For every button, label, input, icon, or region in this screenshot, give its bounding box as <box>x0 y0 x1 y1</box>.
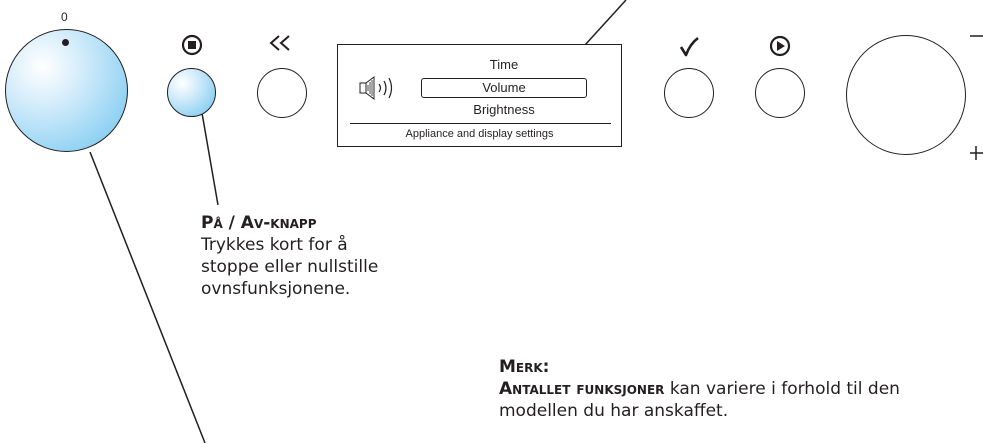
onoff-callout-line-2: stoppe eller nullstille <box>201 257 379 277</box>
note-rest-line-1: kan variere i forhold til den <box>664 379 900 399</box>
left-knob-leader-line <box>89 151 206 443</box>
back-button[interactable] <box>257 68 307 118</box>
speaker-volume-icon <box>359 75 399 101</box>
on-off-button[interactable] <box>167 68 216 117</box>
checkmark-icon <box>678 36 700 58</box>
display-leader-line <box>584 0 627 46</box>
menu-item-brightness: Brightness <box>473 102 535 117</box>
menu-selection-box <box>421 78 587 98</box>
knob-indicator-dot <box>62 39 69 46</box>
onoff-callout-line-1: Trykkes kort for å <box>201 235 348 255</box>
note-line-2: modellen du har anskaffet. <box>499 401 729 421</box>
onoff-callout-heading: På / Av-knapp <box>201 213 317 233</box>
function-selector-knob[interactable] <box>5 29 128 152</box>
start-button[interactable] <box>755 68 805 118</box>
onoff-callout-line-3: ovnsfunksjonene. <box>201 279 351 299</box>
display-panel <box>337 44 622 147</box>
stop-circle-icon <box>180 33 204 57</box>
adjustment-knob[interactable] <box>846 35 966 155</box>
note-line-1: Antallet funksjoner kan variere i forhol… <box>499 378 983 400</box>
play-circle-icon <box>768 34 792 58</box>
onoff-callout: På / Av-knapp Trykkes kort for å stoppe … <box>201 212 441 300</box>
display-divider <box>350 123 611 124</box>
left-knob-scale-label: 0 <box>61 10 68 24</box>
onoff-leader-line <box>201 112 219 206</box>
note-callout: Merk: Antallet funksjoner kan variere i … <box>499 356 983 422</box>
confirm-button[interactable] <box>664 68 714 118</box>
display-footer: Appliance and display settings <box>405 128 554 140</box>
note-heading: Merk: <box>499 357 550 377</box>
note-bold-lead: Antallet funksjoner <box>499 379 665 399</box>
menu-item-volume: Volume <box>482 80 526 95</box>
menu-item-time: Time <box>489 57 519 72</box>
rewind-icon <box>267 33 293 53</box>
